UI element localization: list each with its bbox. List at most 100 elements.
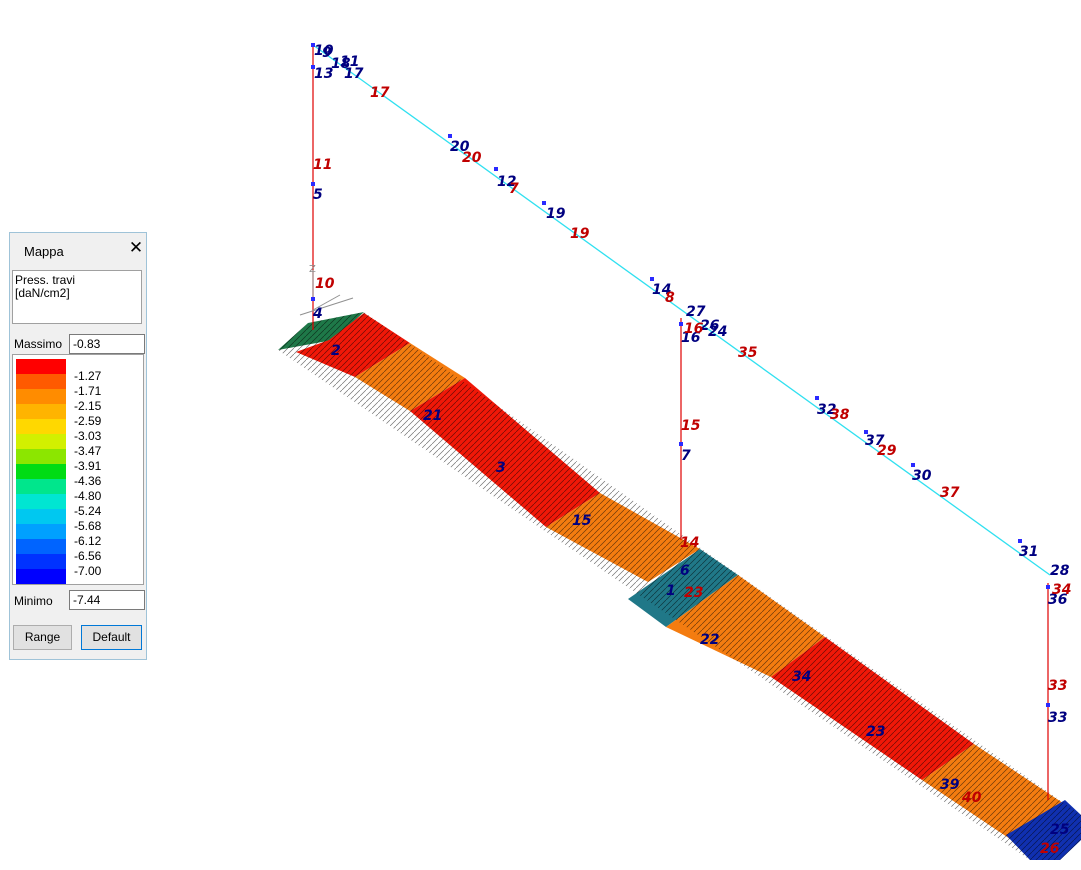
legend-value: -5.68 — [74, 519, 102, 533]
node-label: 34 — [792, 669, 811, 685]
legend-value: -3.47 — [74, 444, 102, 458]
legend-value: -2.15 — [74, 399, 102, 413]
node-label: 12 — [497, 174, 516, 190]
max-label: Massimo — [14, 337, 63, 351]
quantity-description: Press. travi [daN/cm2] — [12, 270, 142, 324]
color-swatch — [16, 404, 66, 419]
node-label: 3 — [496, 460, 506, 476]
node-label: 32 — [817, 402, 836, 418]
close-icon[interactable]: ✕ — [128, 238, 144, 257]
element-label: 15 — [681, 418, 701, 434]
panel-title: Mappa — [24, 244, 64, 259]
node-label: 39 — [940, 777, 960, 793]
slab-hatching — [278, 312, 1081, 860]
node-label: 10 — [314, 43, 334, 59]
element-label: 7 — [509, 181, 519, 197]
node-label: 33 — [1048, 710, 1067, 726]
node-label: 2 — [331, 343, 341, 359]
node-label: 24 — [708, 324, 727, 340]
range-button[interactable]: Range — [13, 625, 72, 650]
axis-z-label: Z — [309, 264, 316, 275]
min-value-field[interactable]: -7.44 — [69, 590, 145, 610]
legend-value: -3.03 — [74, 429, 102, 443]
element-label: 20 — [462, 150, 482, 166]
color-swatch — [16, 389, 66, 404]
element-label: 19 — [570, 226, 590, 242]
node-label: 22 — [700, 632, 719, 648]
node-label: 14 — [652, 282, 671, 298]
legend-value: -6.12 — [74, 534, 102, 548]
default-button[interactable]: Default — [81, 625, 142, 650]
element-label: 23 — [684, 585, 703, 601]
node-label: 5 — [313, 187, 323, 203]
legend-value: -6.56 — [74, 549, 102, 563]
node-markers — [311, 43, 1050, 707]
node-label: 36 — [1048, 592, 1068, 608]
element-label: 38 — [830, 407, 850, 423]
element-labels: 17 20 7 19 11 10 8 16 35 38 29 37 15 14 … — [313, 85, 1071, 857]
element-label: 16 — [684, 321, 704, 337]
axes-symbol: Z — [299, 264, 354, 316]
color-scale: -1.27 -1.71 -2.15 -2.59 -3.03 -3.47 -3.9… — [12, 354, 144, 585]
node-label: 25 — [1050, 822, 1070, 838]
node-label: 30 — [912, 468, 932, 484]
color-swatch — [16, 509, 66, 524]
color-swatch — [16, 359, 66, 374]
node-label: 37 — [865, 433, 885, 449]
legend-value: -4.36 — [74, 474, 102, 488]
element-label: 35 — [738, 345, 758, 361]
legend-value: -1.27 — [74, 369, 102, 383]
element-label: 14 — [680, 535, 699, 551]
node-label: 1 — [666, 583, 676, 599]
legend-value: -1.71 — [74, 384, 102, 398]
legend-value: -4.80 — [74, 489, 102, 503]
node-label: 21 — [423, 408, 442, 424]
node-labels: 10 9 13 18 11 17 20 12 19 5 4 2 3 14 8 6… — [312, 43, 1070, 838]
map-legend-panel: Mappa ✕ Press. travi [daN/cm2] Massimo -… — [9, 232, 147, 660]
color-swatch — [16, 449, 66, 464]
color-swatch — [16, 539, 66, 554]
color-swatch — [16, 374, 66, 389]
node-label: 7 — [681, 448, 691, 464]
legend-value: -2.59 — [74, 414, 102, 428]
element-label: 10 — [315, 276, 335, 292]
element-label: 37 — [940, 485, 960, 501]
node-label: 13 — [314, 66, 333, 82]
node-label: 4 — [312, 306, 323, 322]
color-swatch — [16, 524, 66, 539]
element-label: 8 — [665, 290, 675, 306]
color-swatch — [16, 434, 66, 449]
element-label: 34 — [1052, 582, 1071, 598]
node-label: 31 — [1019, 544, 1038, 560]
element-label: 26 — [1040, 841, 1060, 857]
color-swatch — [16, 464, 66, 479]
element-label: 40 — [961, 790, 982, 806]
node-label: 26 — [700, 318, 720, 334]
node-label: 18 — [331, 56, 351, 72]
element-label: 33 — [1048, 678, 1067, 694]
node-label: 20 — [450, 139, 470, 155]
quantity-unit: [daN/cm2] — [15, 286, 70, 300]
element-label: 11 — [313, 157, 332, 173]
color-swatch — [16, 494, 66, 509]
node-label: 15 — [572, 513, 592, 529]
pressure-map-slab — [278, 312, 1081, 860]
beam-top — [312, 44, 1051, 576]
node-label: 28 — [1050, 563, 1070, 579]
color-swatch — [16, 569, 66, 584]
color-swatch — [16, 479, 66, 494]
node-label: 16 — [681, 330, 701, 346]
min-label: Minimo — [14, 594, 53, 608]
max-value-field[interactable]: -0.83 — [69, 334, 145, 354]
node-label: 19 — [546, 206, 566, 222]
color-swatch — [16, 419, 66, 434]
node-label: 9 — [322, 45, 332, 61]
node-label: 6 — [680, 563, 690, 579]
quantity-name: Press. travi — [15, 273, 76, 287]
node-label: 27 — [686, 304, 706, 320]
node-label: 23 — [866, 724, 885, 740]
element-label: 17 — [370, 85, 390, 101]
legend-value: -3.91 — [74, 459, 102, 473]
color-swatch — [16, 554, 66, 569]
